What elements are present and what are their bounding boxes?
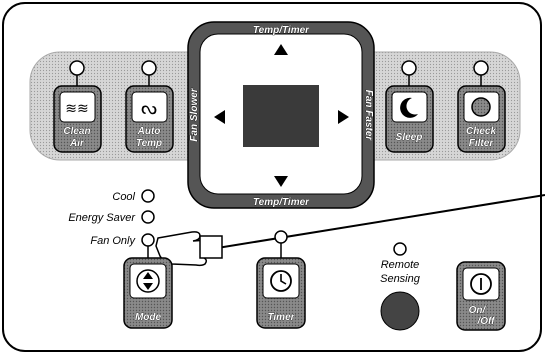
mode-down-arrow-icon: [143, 283, 153, 290]
auto-temp-button[interactable]: ᔓ Auto Temp: [125, 85, 174, 153]
clean-air-indicator: [69, 60, 85, 86]
dpad: Temp/Timer Temp/Timer Fan Slower Fan Fas…: [187, 21, 375, 209]
mode-indicator-cool-label: Cool: [112, 191, 135, 203]
on-off-button[interactable]: On/ /Off: [456, 261, 506, 331]
timer-button[interactable]: Timer: [256, 257, 306, 329]
air-waves-icon: ≋≋: [65, 101, 88, 117]
mode-indicator-cool-led: [141, 189, 155, 203]
auto-temp-label-line1: Auto: [137, 126, 161, 137]
remote-sensing-sensor: [380, 291, 420, 331]
clean-air-label-line2: Air: [69, 138, 85, 149]
on-off-label-line1: On/: [469, 305, 487, 316]
remote-sensing-label-line2: Sensing: [380, 273, 421, 285]
mode-indicator-energy-saver-led: [141, 210, 155, 224]
dpad-up-arrow[interactable]: [274, 44, 288, 55]
check-filter-label-line2: Filter: [469, 138, 495, 149]
auto-temp-indicator: [141, 60, 157, 86]
sleep-button[interactable]: Sleep: [385, 85, 434, 153]
mode-indicator-fan-only-label: Fan Only: [90, 235, 136, 247]
filter-icon: [471, 97, 491, 117]
timer-label: Timer: [267, 312, 295, 323]
mode-indicator-fan-only-led: [141, 233, 155, 247]
up-down-icon: [136, 269, 160, 293]
fan-swirl-icon: ᔓ: [141, 98, 157, 119]
mode-up-arrow-icon: [143, 272, 153, 279]
sleep-indicator: [401, 60, 417, 86]
pointing-hand-icon: [155, 231, 223, 267]
mode-button[interactable]: Mode: [123, 257, 173, 329]
mode-label: Mode: [135, 312, 162, 323]
dpad-top-label: Temp/Timer: [253, 25, 310, 36]
dpad-bottom-label: Temp/Timer: [253, 197, 310, 208]
clock-hands-icon: [280, 274, 287, 285]
remote-sensing-led: [393, 242, 407, 256]
clean-air-label-line1: Clean: [63, 126, 90, 137]
remote-sensing-label-line1: Remote: [381, 259, 420, 271]
check-filter-button[interactable]: Check Filter: [457, 85, 506, 153]
sleep-label: Sleep: [396, 132, 423, 143]
mode-indicator-energy-saver-label: Energy Saver: [68, 212, 136, 224]
dpad-left-label: Fan Slower: [189, 87, 200, 141]
moon-icon: [400, 97, 418, 118]
check-filter-label-line1: Check: [466, 126, 496, 137]
dpad-down-arrow[interactable]: [274, 176, 288, 187]
dpad-left-arrow[interactable]: [214, 110, 225, 124]
pointer-line: [204, 194, 545, 251]
on-off-label-line2: /Off: [476, 316, 496, 327]
dpad-right-arrow[interactable]: [338, 110, 349, 124]
check-filter-indicator: [473, 60, 489, 86]
timer-indicator: [274, 230, 288, 258]
clean-air-button[interactable]: ≋≋ Clean Air: [53, 85, 102, 153]
auto-temp-label-line2: Temp: [136, 138, 162, 149]
dpad-center-display: [243, 85, 319, 147]
dpad-right-label: Fan Faster: [363, 90, 374, 142]
